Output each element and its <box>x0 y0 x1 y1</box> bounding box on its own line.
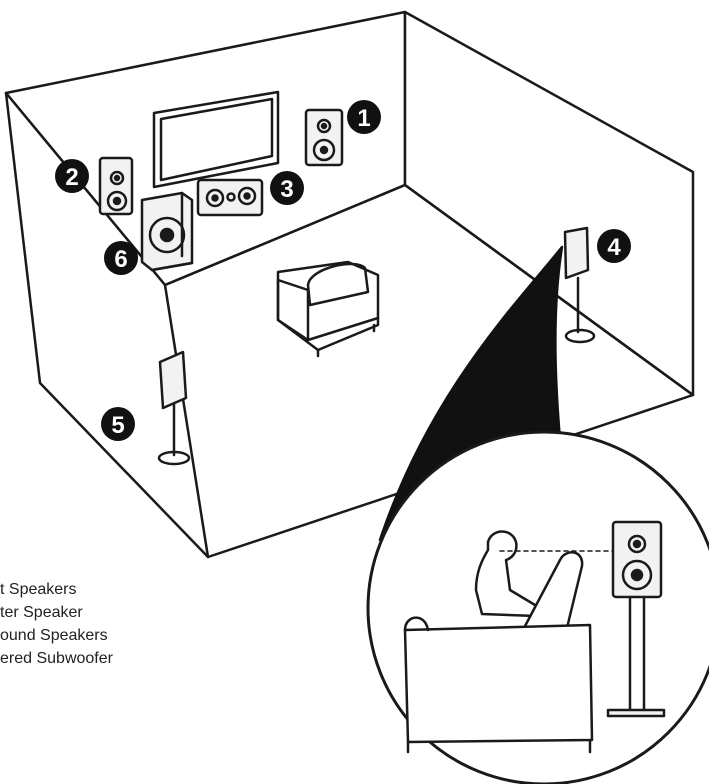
badge-6: 6 <box>104 241 138 275</box>
badge-5: 5 <box>101 407 135 441</box>
badge-4-label: 4 <box>607 234 621 261</box>
front-right-speaker-icon <box>304 108 344 167</box>
legend-front-speakers: t Speakers <box>0 581 77 598</box>
sofa-icon <box>276 260 380 358</box>
badge-2-label: 2 <box>65 164 78 191</box>
surround-left-speaker-icon <box>157 350 191 466</box>
badge-5-label: 5 <box>111 412 124 439</box>
center-speaker-icon <box>196 178 264 217</box>
legend-surround-speakers: ound Speakers <box>0 627 108 644</box>
legend-subwoofer: ered Subwoofer <box>0 650 113 667</box>
subwoofer-icon <box>140 191 194 272</box>
badge-1-label: 1 <box>357 105 370 132</box>
badge-1: 1 <box>347 100 381 134</box>
legend-center-speaker: ter Speaker <box>0 604 83 621</box>
badge-3: 3 <box>270 171 304 205</box>
badge-6-label: 6 <box>114 246 127 273</box>
front-left-speaker-icon <box>98 156 134 216</box>
zoom-detail-circle <box>366 430 709 784</box>
badge-4: 4 <box>597 229 631 263</box>
speaker-legend: t Speakers ter Speaker ound Speakers ere… <box>0 578 200 670</box>
tv-screen <box>152 90 280 189</box>
badge-2: 2 <box>55 159 89 193</box>
badge-3-label: 3 <box>280 176 293 203</box>
surround-right-speaker-icon <box>563 226 596 344</box>
